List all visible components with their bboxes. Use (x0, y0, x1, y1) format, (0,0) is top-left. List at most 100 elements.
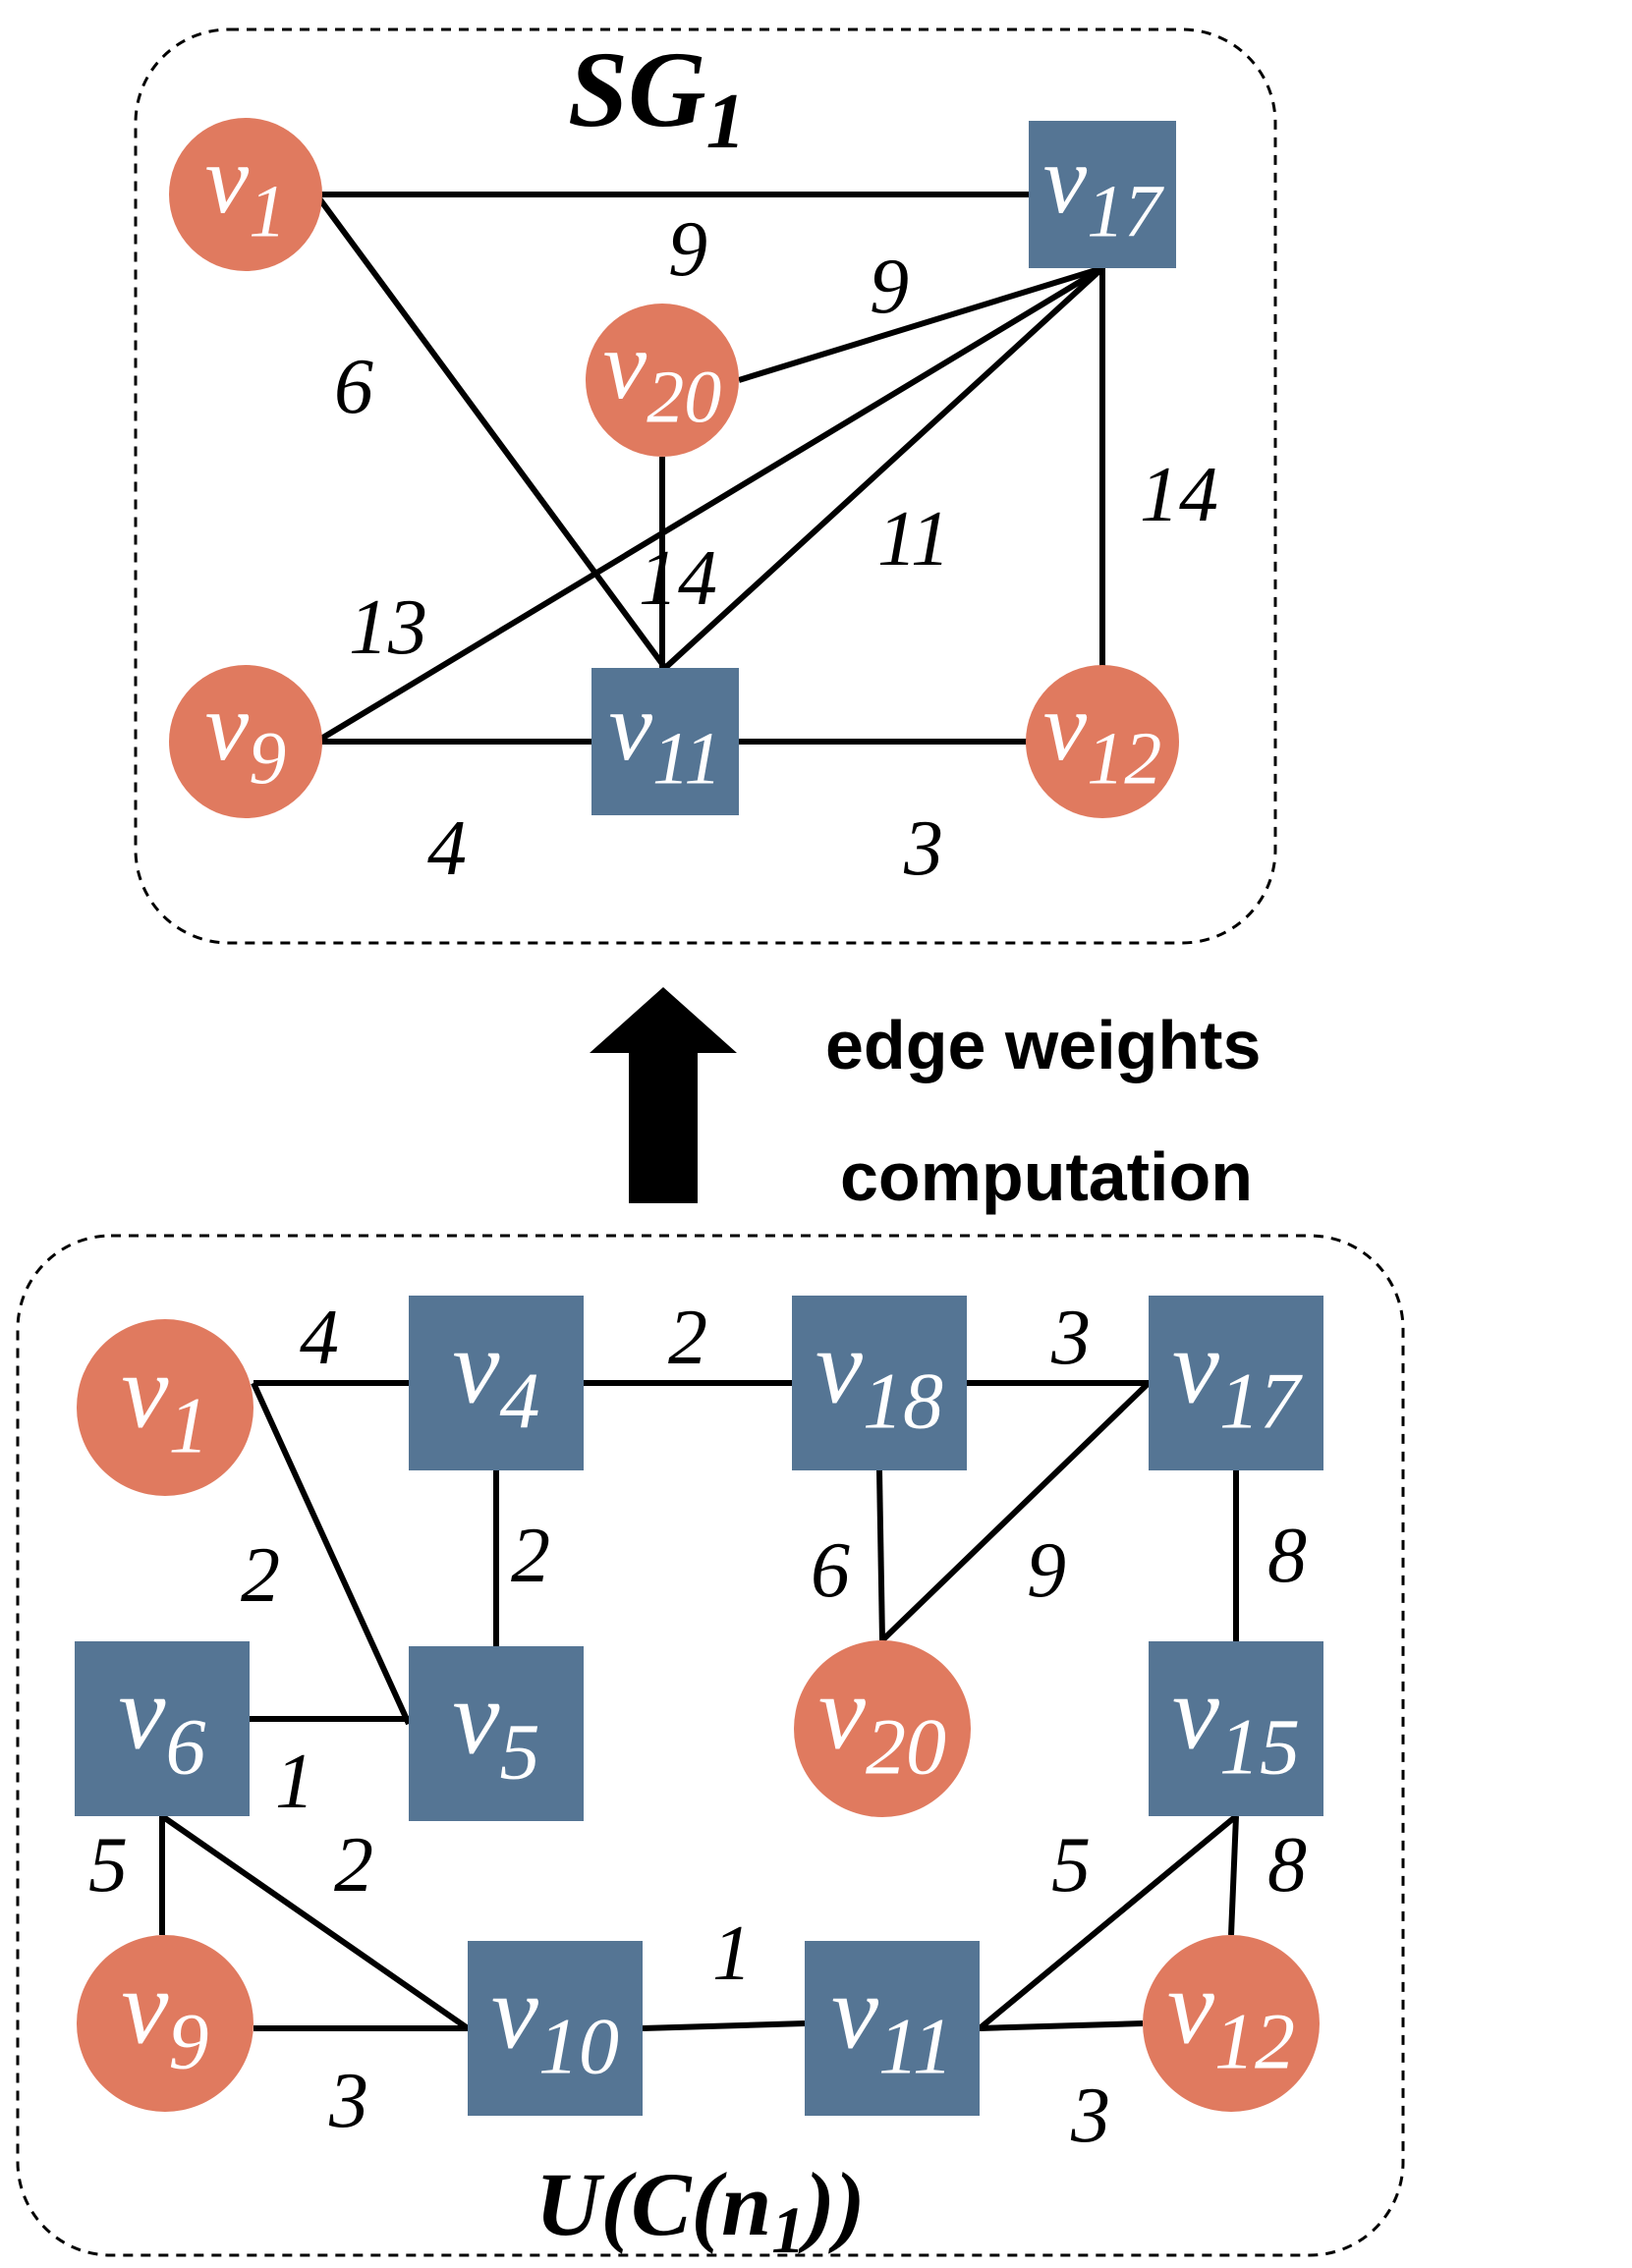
bottom-node-square-v18 (792, 1296, 967, 1470)
bottom-edge-v1-v5 (251, 1381, 412, 1726)
top-graph-edges: 9 6 9 14 11 13 14 4 3 (313, 192, 1218, 892)
bottom-node-v18: v18 (792, 1296, 967, 1470)
top-node-circle-v9 (169, 665, 322, 818)
bottom-edge-weight-v15-v11: 5 (1051, 1822, 1091, 1908)
top-node-label-v1: v1 (205, 125, 286, 252)
bottom-node-label-v17: v17 (1172, 1308, 1303, 1445)
bottom-edge-weight-v6-v10: 2 (334, 1822, 373, 1908)
top-graph-title: SG1 (568, 29, 746, 165)
bottom-node-v20: v20 (794, 1640, 971, 1817)
top-graph-box (134, 28, 1277, 945)
bottom-edge-weight-v11-v12: 3 (1070, 2073, 1110, 2159)
bottom-node-label-v1: v1 (122, 1333, 209, 1469)
top-graph-nodes: v1 v17 v20 v9 v11 v12 (169, 118, 1179, 818)
bottom-edge-v11-v12 (979, 2020, 1144, 2031)
top-edge-v11-v17 (662, 265, 1105, 671)
bottom-edge-weight-v4-v18: 2 (668, 1295, 707, 1381)
top-edge-weight-v1-v11: 6 (334, 344, 373, 430)
bottom-node-v15: v15 (1149, 1641, 1323, 1816)
top-node-v9: v9 (169, 665, 322, 818)
bottom-edge-weight-v17-v15: 8 (1267, 1513, 1307, 1599)
bottom-graph-title: U(C(n1)) (535, 2154, 866, 2267)
bottom-node-label-v10: v10 (491, 1954, 619, 2090)
top-edge-weight-v9-v17: 13 (349, 584, 427, 671)
bottom-edge-weight-v1-v5: 2 (241, 1532, 280, 1619)
bottom-edge-weight-v17-v20: 9 (1027, 1527, 1066, 1614)
bottom-edge-weight-v9-v10: 3 (328, 2058, 368, 2144)
bottom-node-v6: v6 (75, 1641, 250, 1816)
top-edge-weight-v20-v11: 14 (639, 535, 717, 622)
top-edge-weight-v20-v17: 9 (870, 244, 909, 330)
bottom-node-square-v17 (1149, 1296, 1323, 1470)
bottom-node-v5: v5 (409, 1646, 584, 1821)
top-node-circle-v1 (169, 118, 322, 271)
top-node-v11: v11 (591, 668, 739, 815)
bottom-node-v1: v1 (77, 1319, 253, 1496)
top-edge-weight-v11-v12: 3 (903, 805, 943, 892)
bottom-node-label-v15: v15 (1172, 1654, 1300, 1791)
bottom-node-square-v11 (805, 1941, 980, 2116)
bottom-node-circle-v12 (1143, 1935, 1320, 2112)
top-edge-weight-v17-v12: 14 (1140, 452, 1218, 538)
bottom-node-v4: v4 (409, 1296, 584, 1470)
bottom-node-label-v6: v6 (119, 1654, 206, 1791)
top-node-square-v11 (591, 668, 739, 815)
top-node-circle-v20 (586, 304, 739, 457)
top-node-label-v11: v11 (609, 672, 722, 800)
bottom-node-square-v10 (468, 1941, 643, 2116)
top-node-circle-v12 (1026, 665, 1179, 818)
bottom-node-label-v11: v11 (831, 1954, 953, 2090)
bottom-node-v17: v17 (1149, 1296, 1323, 1470)
top-node-label-v12: v12 (1043, 672, 1161, 800)
bottom-node-square-v5 (409, 1646, 584, 1821)
top-edge-weight-v1-v17: 9 (668, 206, 707, 293)
bottom-node-square-v15 (1149, 1641, 1323, 1816)
bottom-edge-weight-v10-v11: 1 (712, 1910, 752, 1997)
bottom-node-square-v6 (75, 1641, 250, 1816)
top-node-v1: v1 (169, 118, 322, 271)
bottom-node-v10: v10 (468, 1941, 643, 2116)
bottom-graph-nodes: v1 v4 v18 v17 v6 v5 v20 v15 v9 v10 v11 v12 (75, 1296, 1323, 2116)
arrow-caption-line1: edge weights (825, 1007, 1261, 1083)
bottom-node-label-v18: v18 (816, 1308, 943, 1445)
bottom-node-label-v12: v12 (1167, 1949, 1295, 2085)
top-edge-v9-v17 (314, 265, 1104, 745)
bottom-node-v11: v11 (805, 1941, 980, 2116)
top-graph-title-subscript: 1 (706, 79, 746, 165)
bottom-edge-weight-v4-v5: 2 (511, 1513, 550, 1599)
bottom-node-label-v4: v4 (453, 1308, 540, 1445)
top-node-label-v20: v20 (603, 310, 721, 438)
bottom-edge-weight-v6-v5: 1 (275, 1739, 314, 1825)
top-edge-weight-v9-v11: 4 (427, 805, 467, 892)
bottom-edge-v15-v11 (978, 1813, 1238, 2031)
bottom-node-circle-v1 (77, 1319, 253, 1496)
bottom-edge-v17-v20 (879, 1380, 1152, 1643)
top-node-v17: v17 (1029, 121, 1176, 268)
bottom-graph-box (16, 1234, 1405, 2257)
bottom-edge-weight-v18-v20: 6 (811, 1527, 850, 1614)
top-node-square-v17 (1029, 121, 1176, 268)
bottom-node-square-v4 (409, 1296, 584, 1470)
bottom-node-circle-v20 (794, 1640, 971, 1817)
bottom-node-v9: v9 (77, 1935, 253, 2112)
bottom-edge-v18-v20 (876, 1469, 885, 1641)
bottom-edge-weight-v6-v9: 5 (88, 1822, 128, 1908)
top-node-label-v9: v9 (205, 672, 286, 800)
top-edge-v20-v17 (738, 265, 1103, 383)
arrow-caption-line2: computation (840, 1138, 1253, 1215)
top-node-label-v17: v17 (1043, 125, 1164, 252)
bottom-node-label-v20: v20 (818, 1654, 946, 1791)
bottom-edge-weight-v18-v17: 3 (1050, 1295, 1091, 1381)
bottom-node-circle-v9 (77, 1935, 253, 2112)
bottom-node-label-v5: v5 (453, 1659, 540, 1796)
bottom-edge-v10-v11 (642, 2020, 806, 2031)
top-edge-weight-v11-v17: 11 (877, 496, 950, 582)
bottom-edge-v15-v12 (1228, 1815, 1239, 1936)
bottom-edge-weight-v15-v12: 8 (1267, 1822, 1307, 1908)
top-edge-v1-v11 (313, 193, 668, 670)
bottom-node-v12: v12 (1143, 1935, 1320, 2112)
top-node-v12: v12 (1026, 665, 1179, 818)
bottom-node-label-v9: v9 (122, 1949, 209, 2085)
